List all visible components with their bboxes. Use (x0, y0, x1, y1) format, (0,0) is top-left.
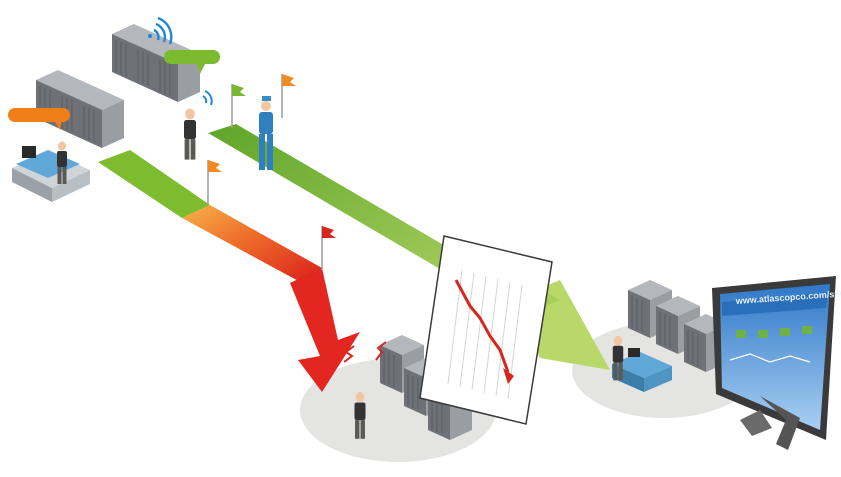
speech-bubble-icon (164, 50, 220, 74)
flag-icon (281, 73, 296, 119)
operator-icon (184, 108, 196, 160)
alarm-spark-icon (343, 341, 387, 363)
operator-icon (612, 335, 672, 392)
danger-path-arrow (290, 268, 360, 392)
technician-icon (259, 96, 273, 170)
wifi-signal-icon (202, 90, 213, 106)
speech-bubble-icon (8, 108, 70, 130)
wifi-signal-icon (148, 16, 173, 45)
flag-icon (231, 83, 246, 129)
flag-icon (207, 159, 222, 205)
declining-chart-icon (419, 235, 553, 425)
flag-icon (321, 225, 336, 271)
good-path-lower (98, 150, 210, 218)
warning-path (182, 205, 322, 284)
operator-icon (12, 141, 90, 202)
monitor-icon: www.atlascopco.com/smartlink (712, 276, 841, 450)
